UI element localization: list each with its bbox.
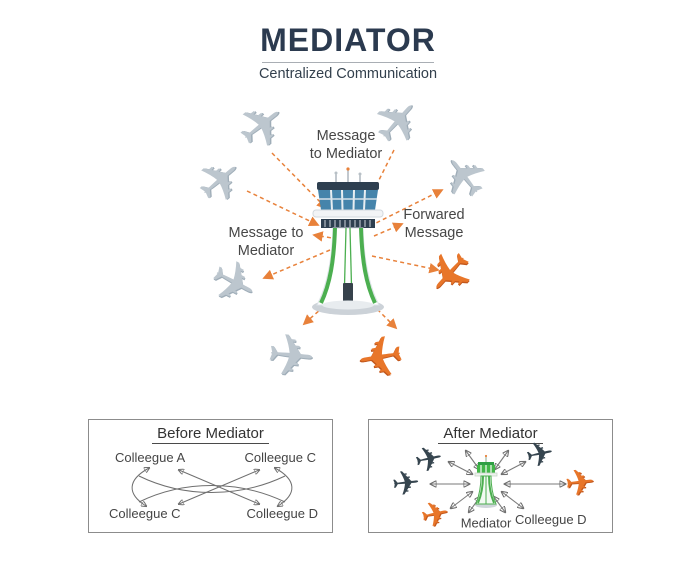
airplane-icon: ✈ (562, 461, 598, 506)
page-title: MEDIATOR (260, 22, 436, 58)
colleague-d-label: Colleegue D (515, 512, 587, 527)
before-panel-title-text: Before Mediator (152, 425, 269, 444)
before-panel-title: Before Mediator (89, 425, 332, 444)
colleague-d-label: Colleegue D (246, 506, 318, 521)
label-message-to-mediator-top: Message to Mediator (309, 127, 383, 162)
mediator-label: Mediator (460, 515, 512, 531)
main-diagram: ✈ ✈ ✈ ✈ ✈ ✈ ✈ ✈ (0, 78, 696, 412)
after-panel-title-text: After Mediator (438, 425, 543, 444)
tangled-communication-arrows (131, 420, 293, 531)
title-divider (262, 62, 434, 63)
mini-control-tower-icon (474, 454, 498, 508)
control-tower-icon (312, 167, 384, 315)
colleague-c-bottom-label: Colleegue C (109, 506, 181, 521)
airplane-icon: ✈ (389, 462, 423, 506)
header: MEDIATOR Centralized Communication (0, 22, 696, 82)
label-message-to-mediator-left: Message to Mediator (228, 224, 304, 259)
airplane-icon: ✈ (263, 319, 319, 393)
page-subtitle: Centralized Communication (258, 66, 438, 82)
after-mediator-panel: After Mediator ✈ ✈ ✈ ✈ ✈ (368, 419, 613, 538)
after-panel-title: After Mediator (369, 425, 612, 444)
colleague-a-label: Colleegue A (115, 450, 186, 465)
label-forwarded-message: Forwared Message (403, 206, 465, 241)
before-mediator-panel: Before Mediator Colleegue A Colleegue C … (88, 419, 333, 533)
fighter-jet-icon: ✈ (352, 322, 410, 395)
colleague-c-top-label: Colleegue C (244, 450, 316, 465)
